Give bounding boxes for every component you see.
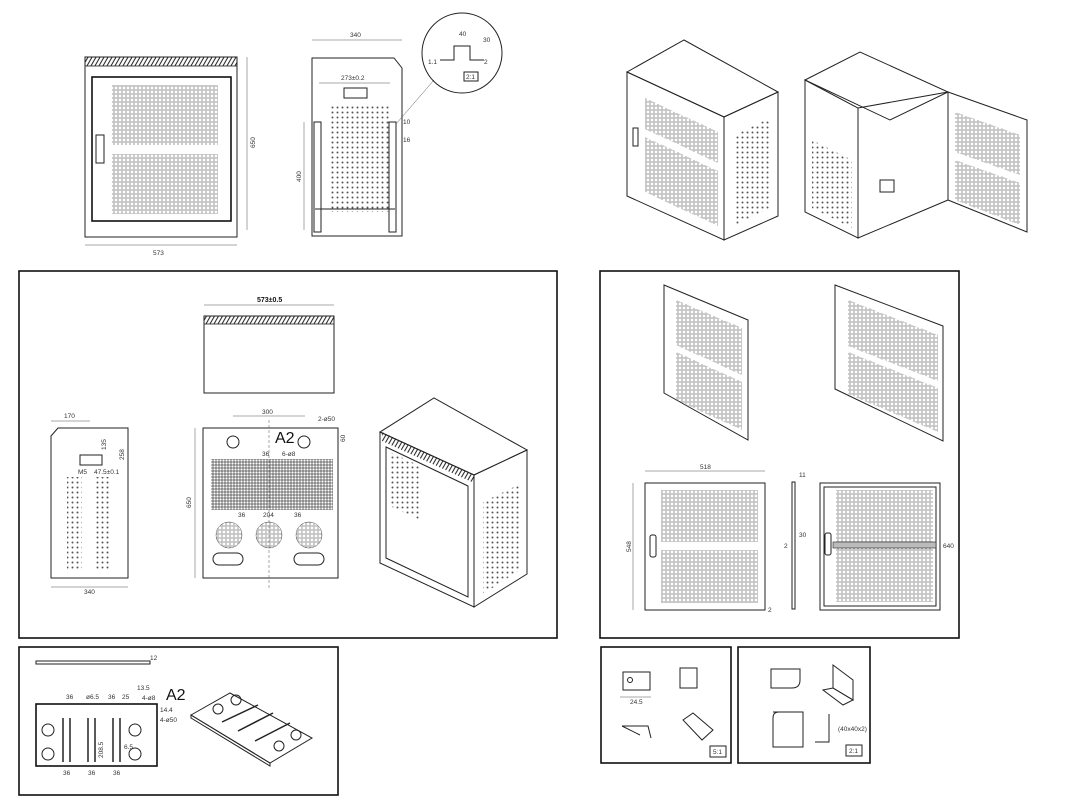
isometric-cabinet-closed [625,39,780,241]
panel-doors: 518 548 2 11 30 2 640 [599,270,960,639]
door-dim-2b: 2 [784,543,788,550]
vent-hatch [84,56,238,67]
plate-dim-4-holes-8: 4-ø8 [142,695,156,702]
dim-36-left: 36 [238,512,246,519]
plate-thickness-dim: 12 [150,655,158,662]
plate-dim-14-4: 14.4 [160,707,173,714]
bracket-angle-scale: 2:1 [849,748,858,755]
door-thickness-dim: 11 [799,472,806,479]
dim-10: 10 [403,119,411,126]
detail-dim-2: 2 [484,59,488,66]
dim-135: 135 [101,439,108,450]
panel-angle-bracket: (40x40x2) 2:1 [737,646,871,764]
dim-204: 204 [263,512,274,519]
bracket-size-label: (40x40x2) [838,726,867,733]
dim-650: 650 [186,497,193,508]
door-dim-640: 640 [943,543,954,550]
dim-47-5: 47.5±0.1 [94,469,120,476]
front-view: 650 573 [84,56,257,257]
height-dim: 650 [250,137,257,148]
side-width-dim: 340 [350,32,361,39]
dim-36-right: 36 [294,512,302,519]
isometric-frame [378,397,529,608]
door-outline [91,76,232,222]
dim-m5: M5 [78,469,87,476]
door-handle-icon [95,134,105,164]
dim-170: 170 [64,413,75,420]
plate-dim-208-5: 208.5 [98,741,105,758]
plate-dim-36-bottom-c: 36 [113,770,121,777]
plate-dim-36a: 36 [66,694,74,701]
plate-dim-6-5b: 6.5 [124,744,133,751]
plate-section-a2: A2 [166,687,186,704]
panel-small-bracket: 24.5 5:1 [600,646,732,764]
plate-dim-25: 25 [122,694,130,701]
detail-dim-30: 30 [483,37,491,44]
door-width-dim: 518 [700,464,711,471]
dim-258: 258 [119,449,126,460]
plate-dim-36-bottom-a: 36 [63,770,71,777]
dim-36-top: 36 [262,451,270,458]
door-dim-30: 30 [799,532,807,539]
detail-scale: 2:1 [466,74,475,81]
side-view: 340 273±0.2 400 10 16 [296,32,435,237]
plate-dim-36b: 36 [108,694,116,701]
inner-width-dim: 273±0.2 [341,75,365,82]
door-height-dim: 548 [626,541,633,552]
panel-body-parts: 573±0.5 170 135 258 47.5±0.1 M5 340 300 … [18,270,558,639]
bracket-small-scale: 5:1 [713,749,722,756]
back-panel: 300 A2 2-ø50 60 36 6-ø8 650 36 204 36 [186,409,347,590]
top-panel-width: 573±0.5 [257,297,282,304]
side-panel: 170 135 258 47.5±0.1 M5 340 [50,413,129,596]
detail-dim-1-1: 1.1 [428,59,437,66]
detail-dim-40: 40 [459,31,467,38]
plate-dim-13-5: 13.5 [137,685,150,692]
rail-height-dim: 400 [296,171,303,182]
dim-6-holes-8: 6-ø8 [282,451,296,458]
section-label-a2: A2 [275,430,295,447]
panel-base-plate: 12 36 ø6.5 36 25 13.5 A2 4-ø8 14.4 4-ø50… [18,646,339,796]
plate-dim-6-5: ø6.5 [86,694,99,701]
detail-view: 40 30 1.1 2 2:1 [421,12,503,94]
door-dim-2: 2 [768,607,772,614]
dim-60: 60 [340,434,347,442]
width-dim: 573 [153,250,164,257]
dim-340: 340 [84,589,95,596]
dim-16: 16 [403,137,411,144]
plate-dim-4-holes-50: 4-ø50 [160,717,177,724]
bracket-dim-24-5: 24.5 [630,699,643,706]
plate-dim-36-bottom-b: 36 [88,770,96,777]
dim-300: 300 [262,409,273,416]
dim-2-holes-50: 2-ø50 [318,416,335,423]
isometric-cabinet-open [803,51,1028,239]
